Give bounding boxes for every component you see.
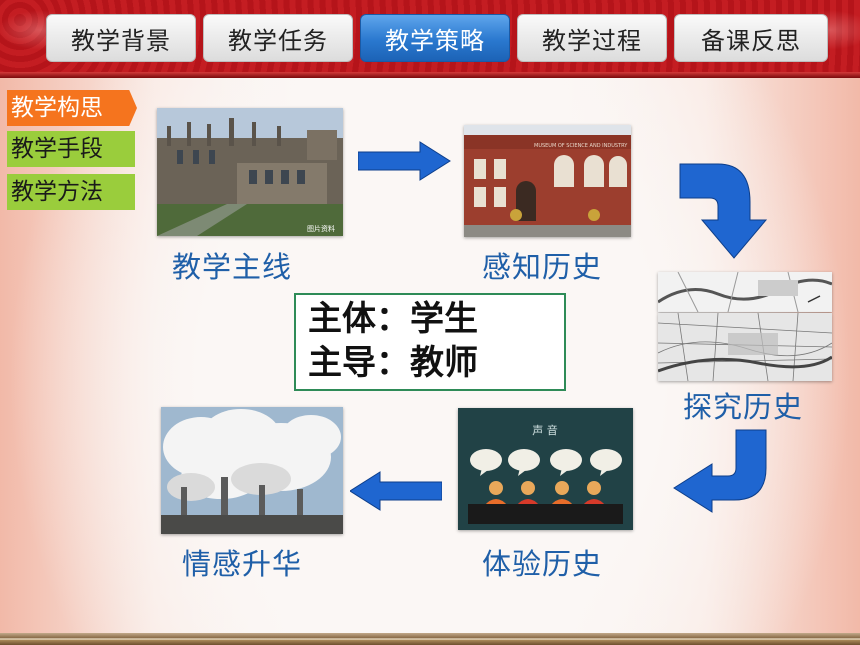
tab-teaching-background[interactable]: 教学背景 bbox=[46, 14, 196, 62]
side-tag-teaching-means[interactable]: 教学手段 bbox=[7, 131, 135, 167]
label-explore-history: 探究历史 bbox=[683, 390, 804, 424]
map-image-top bbox=[658, 272, 832, 312]
map-image-bottom bbox=[658, 313, 832, 381]
curved-arrow-left-icon bbox=[673, 429, 767, 513]
svg-text:MUSEUM OF SCIENCE AND INDUSTRY: MUSEUM OF SCIENCE AND INDUSTRY bbox=[534, 143, 628, 149]
label-perceive-history: 感知历史 bbox=[482, 250, 603, 284]
museum-image: MUSEUM OF SCIENCE AND INDUSTRY bbox=[464, 125, 631, 237]
side-tag-teaching-concept[interactable]: 教学构思 bbox=[7, 90, 137, 126]
tab-lesson-reflection[interactable]: 备课反思 bbox=[674, 14, 828, 62]
subject-line: 主体：学生 bbox=[308, 299, 478, 339]
cathedral-image: 图片资料 bbox=[157, 108, 343, 236]
factory-smoke-image bbox=[161, 407, 343, 534]
voice-illustration-image: 声 音 bbox=[458, 408, 633, 530]
curved-arrow-down-icon bbox=[679, 163, 768, 259]
label-emotional-elevation: 情感升华 bbox=[182, 547, 303, 581]
arrow-left-icon bbox=[350, 471, 442, 511]
guide-line: 主导：教师 bbox=[308, 343, 478, 383]
top-nav-tabs: 教学背景 教学任务 教学策略 教学过程 备课反思 bbox=[46, 14, 828, 62]
tab-teaching-task[interactable]: 教学任务 bbox=[203, 14, 353, 62]
tab-teaching-process[interactable]: 教学过程 bbox=[517, 14, 667, 62]
subject-guide-box: 主体：学生 主导：教师 bbox=[294, 293, 566, 391]
tab-teaching-strategy[interactable]: 教学策略 bbox=[360, 14, 510, 62]
arrow-right-icon bbox=[358, 141, 451, 181]
label-experience-history: 体验历史 bbox=[482, 547, 603, 581]
side-tag-teaching-methods[interactable]: 教学方法 bbox=[7, 174, 135, 210]
voice-caption: 声 音 bbox=[532, 423, 558, 437]
footer-band bbox=[0, 633, 860, 645]
svg-text:图片资料: 图片资料 bbox=[307, 224, 335, 233]
label-main-line: 教学主线 bbox=[172, 250, 293, 284]
